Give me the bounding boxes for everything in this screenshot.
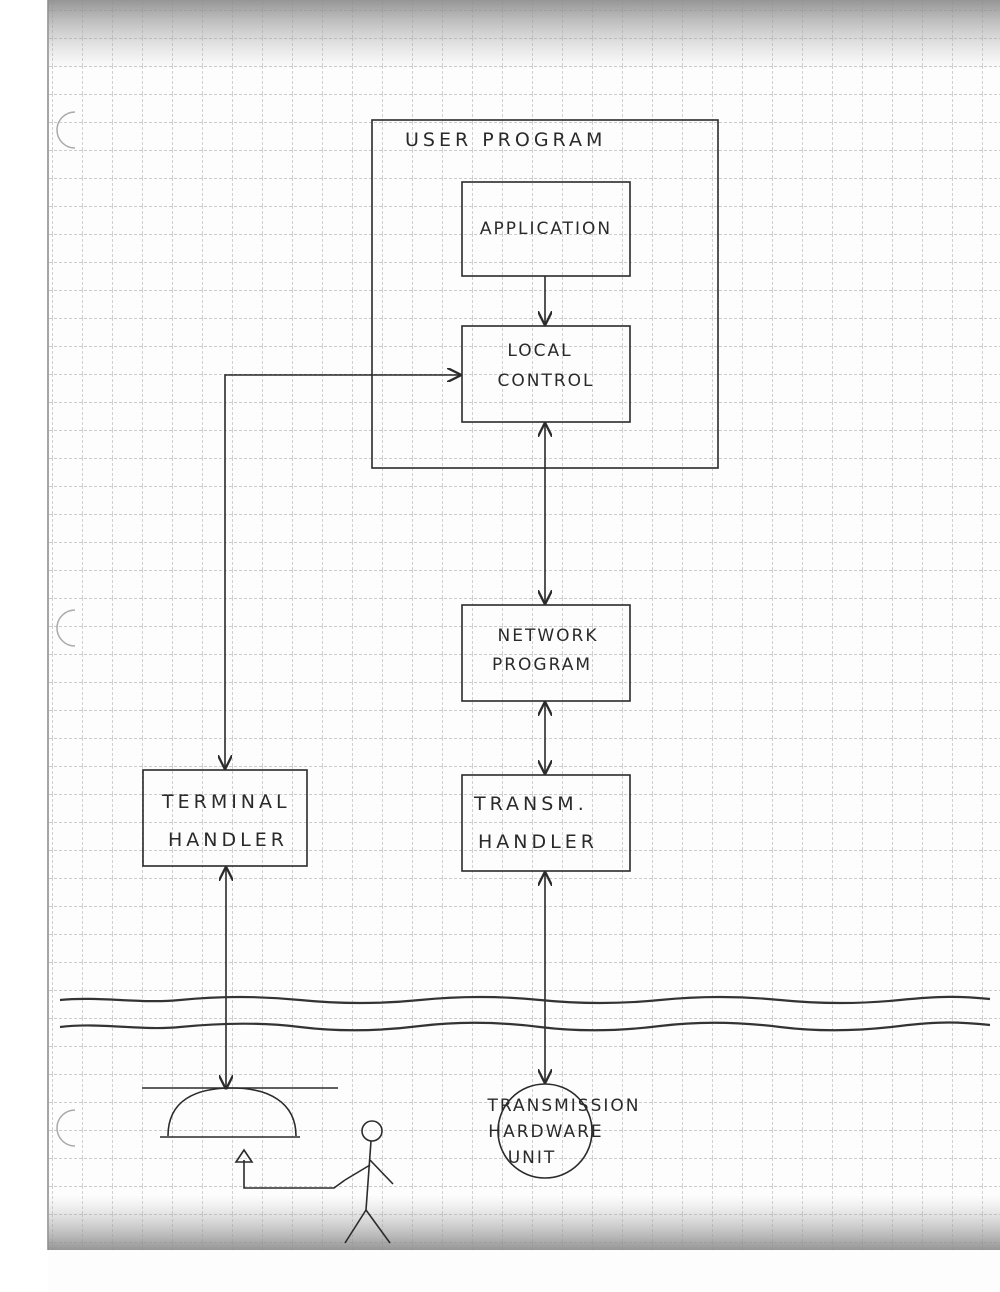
- transmission-unit-label-line3: UNIT: [508, 1148, 557, 1168]
- application-label: APPLICATION: [480, 219, 612, 239]
- network-program-box: [461, 604, 631, 702]
- network-program-label-line1: NETWORK: [498, 626, 599, 646]
- network-program-label-line2: PROGRAM: [492, 655, 592, 675]
- transmission-unit-label-line1: TRANSMISSION: [486, 1096, 640, 1116]
- grid-pattern: [48, 0, 1000, 1250]
- transm-handler-label-line2: HANDLER: [478, 831, 598, 853]
- separator-wave-lower: [59, 1021, 991, 1032]
- user-stick-figure-icon: [234, 1120, 394, 1244]
- user-program-label: USER PROGRAM: [405, 129, 606, 151]
- terminal-handler-box: [142, 769, 308, 867]
- application-box: [461, 181, 631, 277]
- transmission-unit-circle: [497, 1083, 593, 1179]
- binder-hole-bottom: [56, 1109, 76, 1147]
- scan-shadow-top: [48, 0, 1000, 70]
- local-control-label-line2: CONTROL: [497, 371, 594, 391]
- local-control-box: [461, 325, 631, 423]
- local-control-label-line1: LOCAL: [507, 341, 572, 361]
- binder-hole-top: [56, 111, 76, 149]
- binder-hole-middle: [56, 609, 76, 647]
- scan-shadow-bottom: [48, 1195, 1000, 1250]
- terminal-handler-label-line2: HANDLER: [168, 829, 288, 851]
- transmission-unit-label-line2: HARDWARE: [488, 1122, 603, 1142]
- terminal-icon: [142, 1087, 338, 1138]
- terminal-handler-label-line1: TERMINAL: [161, 791, 291, 813]
- link-terminal-handler-to-local-control: [225, 375, 460, 768]
- transm-handler-box: [461, 774, 631, 872]
- transm-handler-label-line1: TRANSM.: [473, 793, 588, 815]
- separator-wave-upper: [59, 995, 991, 1005]
